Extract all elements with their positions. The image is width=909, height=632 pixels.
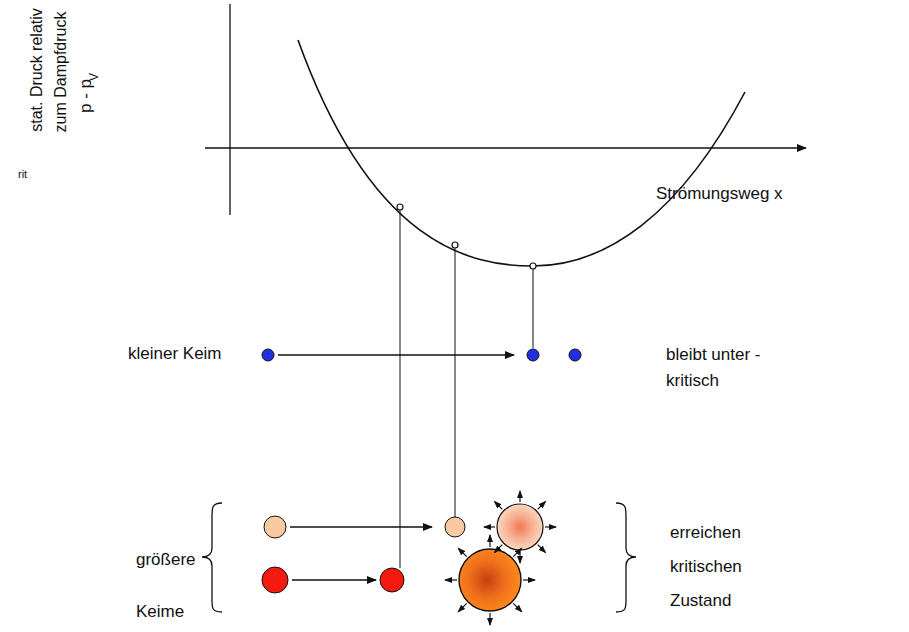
result-label: bleibt unter - kritisch xyxy=(666,342,806,394)
axis-label: Strömungsweg x xyxy=(656,184,783,204)
growth-arrow xyxy=(513,603,522,612)
small-nucleus xyxy=(262,349,274,361)
pressure-curve xyxy=(298,40,745,266)
growth-arrows xyxy=(445,491,556,625)
growth-arrow xyxy=(458,603,467,612)
small-nucleus xyxy=(569,349,581,361)
larger-nucleus xyxy=(445,517,465,537)
growth-arrow xyxy=(445,579,457,580)
nucleus-label: kleiner Keim xyxy=(128,344,222,364)
curve-point xyxy=(452,242,458,248)
nucleus-label: größere Keime xyxy=(136,534,212,632)
y-axis xyxy=(229,4,230,215)
larger-nucleus xyxy=(380,568,404,592)
axis-subscript: V xyxy=(88,73,100,81)
drop-line xyxy=(455,248,456,517)
axis-symbol: p - p xyxy=(77,79,94,113)
growth-arrow xyxy=(519,552,520,563)
axis-label: zum Dampfdruck xyxy=(53,12,69,133)
growth-arrow xyxy=(519,491,520,502)
flow-arrow xyxy=(278,354,514,355)
growth-arrow xyxy=(458,548,467,557)
growth-arrow xyxy=(513,548,522,557)
curve-point xyxy=(530,263,536,269)
drop-line xyxy=(533,269,534,348)
growth-arrow xyxy=(489,535,490,547)
flow-arrow xyxy=(292,579,376,580)
x-axis xyxy=(205,147,806,149)
larger-nucleus xyxy=(264,516,286,538)
cropped-text: rit xyxy=(18,168,27,181)
growth-arrow xyxy=(523,579,535,580)
curve-point xyxy=(397,204,403,210)
growth-arrow xyxy=(489,613,490,625)
growing-bubble xyxy=(497,504,543,550)
larger-nucleus xyxy=(262,567,288,593)
drop-line xyxy=(400,210,401,568)
growth-arrow xyxy=(484,526,495,527)
growth-arrow xyxy=(538,502,546,510)
axis-label: stat. Druck relativ xyxy=(29,8,45,132)
left-brace xyxy=(202,503,222,612)
result-label: erreichen kritischen Zustand xyxy=(670,516,778,618)
growth-arrow xyxy=(545,526,556,527)
growth-arrow xyxy=(538,545,546,553)
growing-bubble xyxy=(459,549,521,611)
growth-arrow xyxy=(495,545,503,553)
flow-arrow xyxy=(290,526,432,527)
right-brace xyxy=(616,503,636,612)
growth-arrow xyxy=(495,502,503,510)
small-nucleus xyxy=(527,349,539,361)
